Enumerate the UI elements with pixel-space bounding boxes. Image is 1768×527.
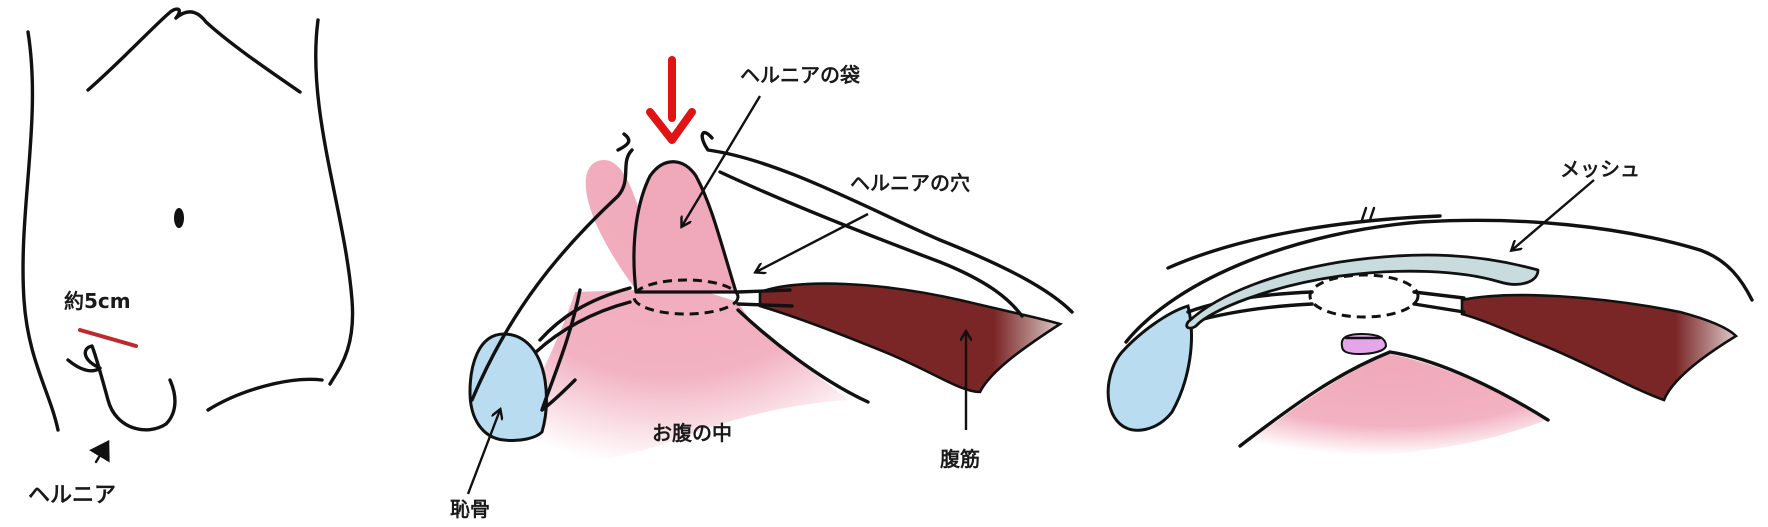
panel-hernia-cross-section: ヘルニアの袋 ヘルニアの穴 お腹の中 恥骨 腹筋 (450, 56, 1074, 521)
incision-length-label: 約5cm (64, 289, 131, 313)
ligament-left-lower (534, 300, 632, 354)
outer-wall-right (700, 131, 1074, 314)
outer-wall-left (470, 148, 634, 402)
chest-line (86, 7, 181, 92)
torso-right-side (314, 18, 355, 386)
hole-pointer-arrow (756, 212, 869, 272)
groin-left-curve (66, 344, 177, 432)
inner-wall-right (718, 170, 1024, 318)
muscle-tendon-bottom (736, 302, 794, 308)
muscle-tendon-2-top (1412, 290, 1466, 300)
incision-line (78, 328, 138, 348)
hernia-hole-label: ヘルニアの穴 (850, 171, 970, 195)
hernia-pointer-arrow (89, 439, 110, 464)
navel-icon (174, 208, 184, 228)
abdominal-cavity-fill (490, 160, 848, 469)
pubic-bone-label: 恥骨 (450, 497, 490, 521)
abdominal-cavity-fill-2 (1240, 354, 1546, 456)
outer-wall-3 (1124, 218, 1754, 344)
muscle-tendon-2-bottom (1412, 302, 1466, 314)
mesh-pointer-arrow (1512, 179, 1595, 250)
abdominal-lining-right (736, 308, 870, 404)
outer-wall-left-top (616, 132, 631, 152)
sac-pointer-arrow (682, 95, 762, 226)
break-mark-icon (1360, 206, 1376, 222)
pubis-pointer-arrow (466, 410, 500, 495)
hernia-sac-label: ヘルニアの袋 (740, 63, 861, 87)
abdominal-muscle (758, 282, 1064, 394)
pubic-bone (468, 332, 548, 442)
chest-line-right (174, 10, 302, 94)
red-arrow-head (646, 108, 696, 144)
abdomen-interior-label: お腹の中 (652, 421, 732, 445)
mesh-label: メッシュ (1560, 157, 1640, 181)
peritoneum-line-2 (1238, 350, 1550, 448)
abdominal-muscle-2 (1460, 293, 1739, 402)
abdominal-muscle-label: 腹筋 (940, 447, 980, 471)
pubic-bone-2 (1106, 304, 1193, 432)
hernia-label: ヘルニア (28, 483, 116, 508)
hernia-sac (632, 160, 738, 294)
panel-mesh-repair: メッシュ (1106, 157, 1754, 456)
outer-wall-3-upper (1166, 214, 1442, 270)
mesh-patch (1185, 253, 1540, 330)
muscle-tendon-top (736, 288, 792, 294)
closed-hole-dashed (1308, 273, 1420, 319)
hernia-hole-dashed (632, 278, 740, 316)
torso-left-side (21, 30, 60, 432)
peritoneum-line (540, 288, 582, 412)
groin-right-line (206, 377, 324, 412)
panel-body-outline: 約5cm ヘルニア (21, 7, 355, 508)
